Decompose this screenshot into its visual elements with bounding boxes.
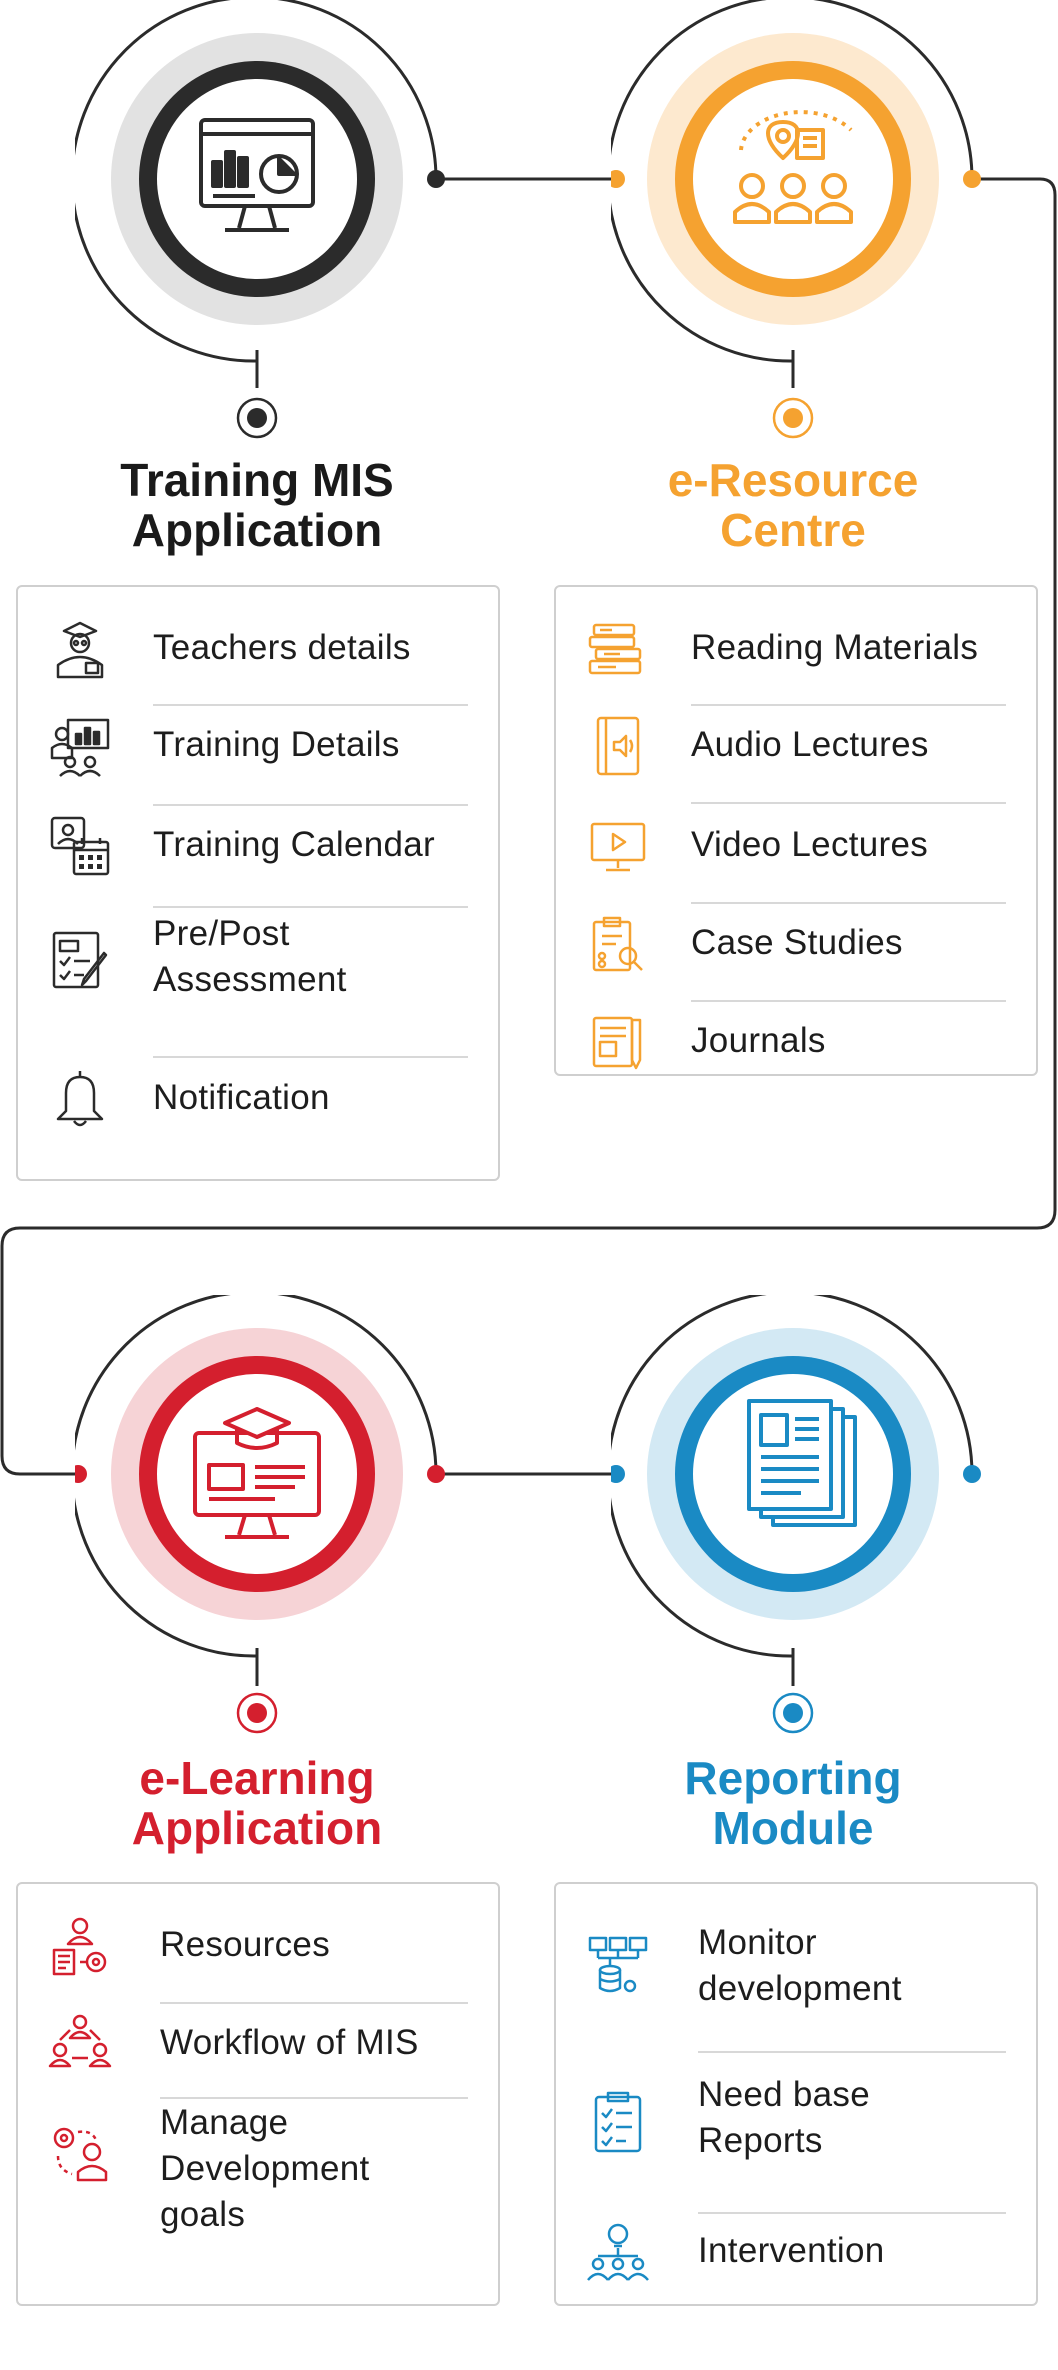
eresource-card: Reading Materials Audio Lectures Video L… [554,585,1038,1076]
bell-icon [48,1067,112,1131]
item-label: Resources [160,1925,330,1964]
elearning-hub [75,1295,445,1734]
graduation-monitor-icon [193,1407,321,1539]
elearning-card: Resources Workflow of MIS Manage Develop… [16,1882,500,2306]
divider [691,1000,1006,1002]
item-label: Audio Lectures [691,725,929,764]
presentation-icon [48,714,112,778]
divider [153,704,468,706]
network-database-icon [586,1934,650,1998]
workflow-icon [48,2012,112,2076]
item-label: Monitor development [698,1923,902,2008]
elearning-title-line1: e-Learning [139,1752,375,1804]
training-hub [75,0,445,439]
item-label: Pre/Post Assessment [153,914,347,999]
training-title: Training MIS Application [47,455,467,555]
item-label: Intervention [698,2231,885,2270]
learners-location-icon [733,110,853,224]
reporting-title-line1: Reporting [684,1752,902,1804]
divider [698,2212,1006,2214]
books-icon [586,617,650,681]
journal-icon [586,1010,650,1074]
eresource-title-line1: e-Resource [667,454,919,506]
intervention-icon [586,2220,650,2284]
item-label: Notification [153,1078,330,1117]
clipboard-report-icon [586,2089,650,2153]
training-title-line1: Training MIS [120,454,394,506]
eresource-title-line2: Centre [720,504,866,556]
reporting-hub [611,1295,981,1734]
divider [698,2051,1006,2053]
item-label: Case Studies [691,923,903,962]
divider [153,804,468,806]
elearning-title-line2: Application [131,1802,383,1854]
case-study-icon [586,912,650,976]
reporting-card: Monitor development Need base Reports [554,1882,1038,2306]
monitor-dashboard-icon [199,118,315,232]
divider [160,2097,468,2099]
elearning-title: e-Learning Application [47,1753,467,1853]
item-label: Manage Development goals [160,2103,370,2234]
training-card: Teachers details Training Details [16,585,500,1181]
training-title-line2: Application [131,504,383,556]
checklist-icon [48,927,112,991]
item-label: Need base Reports [698,2075,870,2160]
video-icon [586,814,650,878]
divider [691,802,1006,804]
item-label: Video Lectures [691,825,929,864]
divider [153,1056,468,1058]
reporting-title: Reporting Module [583,1753,1003,1853]
teacher-icon [48,617,112,681]
calendar-icon [48,814,112,878]
goals-icon [48,2122,112,2186]
divider [160,2002,468,2004]
divider [691,704,1006,706]
item-label: Training Details [153,725,400,764]
eresource-title: e-Resource Centre [583,455,1003,555]
divider [691,902,1006,904]
item-label: Teachers details [153,628,411,667]
item-label: Workflow of MIS [160,2023,419,2062]
item-label: Training Calendar [153,825,436,864]
resources-icon [48,1914,112,1978]
item-label: Reading Materials [691,628,979,667]
item-label: Journals [691,1021,826,1060]
reporting-title-line2: Module [712,1802,874,1854]
divider [153,906,468,908]
audio-book-icon [586,714,650,778]
documents-icon [747,1399,857,1527]
eresource-hub [611,0,981,439]
